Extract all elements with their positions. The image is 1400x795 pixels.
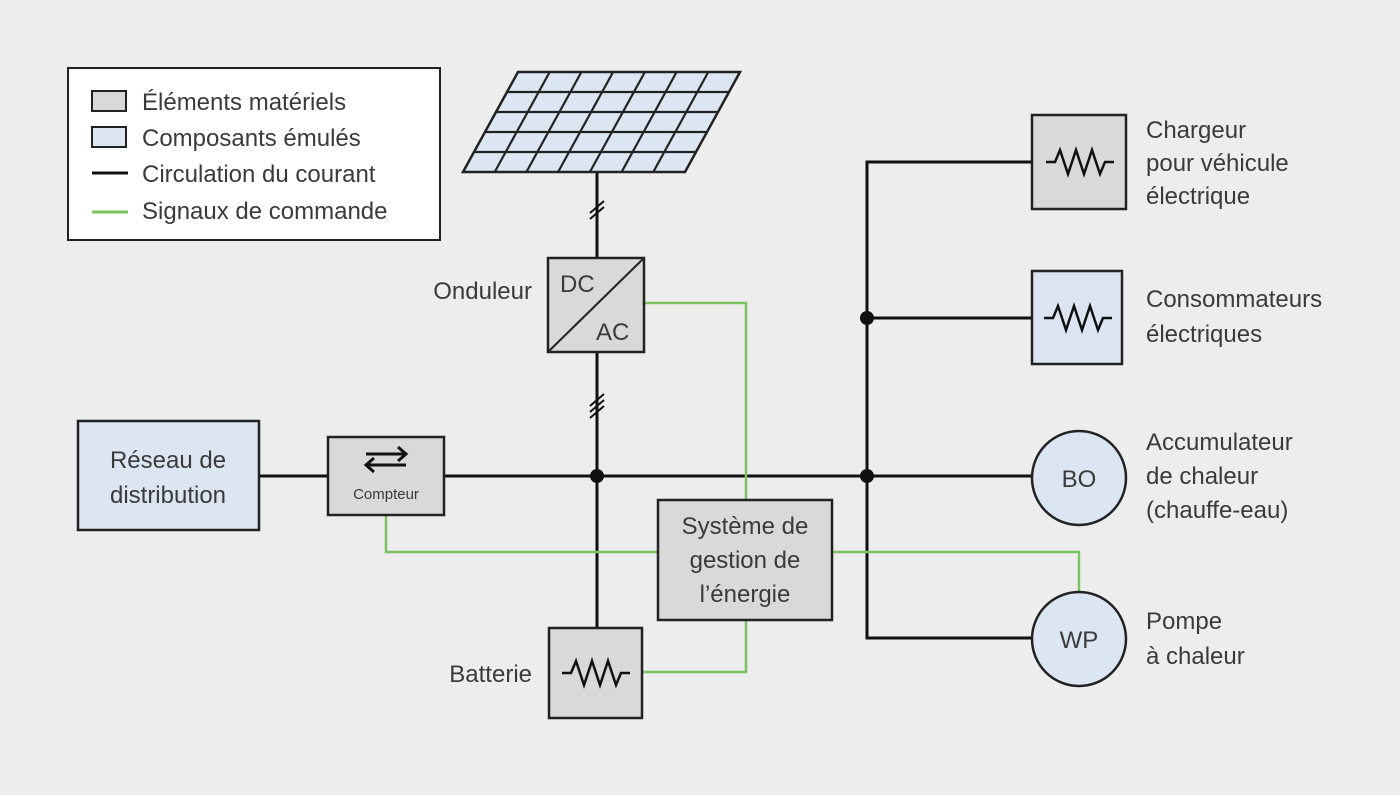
ev-charger-label-line1: Chargeur xyxy=(1146,117,1246,144)
consumers-label-line1: Consommateurs xyxy=(1146,286,1322,313)
battery: Batterie xyxy=(449,626,644,720)
electrical-consumers: Consommateurs électriques xyxy=(1030,269,1322,366)
heat-storage-label-line3: (chauffe-eau) xyxy=(1146,497,1288,524)
legend-signal-label: Signaux de commande xyxy=(142,198,387,225)
battery-label: Batterie xyxy=(449,661,532,688)
control-signals xyxy=(384,301,1081,674)
heat-storage-symbol: BO xyxy=(1062,466,1097,493)
inverter-ac-label: AC xyxy=(596,319,629,346)
meter: Compteur xyxy=(326,435,446,517)
heat-pump-symbol: WP xyxy=(1060,627,1099,654)
three-phase-mark-bottom xyxy=(589,393,605,419)
heat-pump-label-line2: à chaleur xyxy=(1146,643,1245,670)
power-wires xyxy=(259,160,1032,640)
inverter-dc-label: DC xyxy=(560,271,595,298)
heat-pump: WP Pompe à chaleur xyxy=(1030,590,1245,688)
legend-emulated-label: Composants émulés xyxy=(142,125,361,152)
bidirectional-arrows-icon xyxy=(363,445,409,474)
ev-charger-label-line2: pour véhicule xyxy=(1146,150,1289,177)
heat-pump-label-line1: Pompe xyxy=(1146,608,1222,635)
junction-node xyxy=(590,469,604,483)
energy-management-system: Système de gestion de l’énergie xyxy=(656,498,834,622)
legend-hardware-swatch xyxy=(91,90,127,112)
ems-box xyxy=(656,498,834,622)
legend-box xyxy=(67,67,441,241)
junction-node xyxy=(860,469,874,483)
three-phase-mark-top xyxy=(589,200,605,220)
heat-storage-label-line2: de chaleur xyxy=(1146,463,1258,490)
legend-power-label: Circulation du courant xyxy=(142,161,376,188)
signal-ems-battery xyxy=(642,620,748,674)
legend: Éléments matériels Composants émulés Cir… xyxy=(67,67,441,241)
junction-node xyxy=(860,311,874,325)
signal-inverter-ems xyxy=(644,301,748,500)
grid-label-line1: Réseau de xyxy=(110,447,226,474)
heat-storage-label-line1: Accumulateur xyxy=(1146,429,1293,456)
meter-box xyxy=(326,435,446,517)
inverter: DC AC Onduleur xyxy=(433,256,646,354)
ev-charger: Chargeur pour véhicule électrique xyxy=(1030,113,1289,211)
ems-label-line1: Système de xyxy=(682,513,809,540)
signal-meter-ems xyxy=(384,515,658,554)
signal-ems-heatpump xyxy=(832,550,1081,592)
inverter-diagonal xyxy=(547,257,645,353)
solar-panel-icon xyxy=(460,70,743,174)
ems-label-line3: l’énergie xyxy=(700,581,791,608)
resistor-icon xyxy=(562,657,630,689)
resistor-icon xyxy=(1046,146,1114,178)
ev-charger-label-line3: électrique xyxy=(1146,183,1250,210)
heat-storage: BO Accumulateur de chaleur (chauffe-eau) xyxy=(1030,429,1293,527)
inverter-label: Onduleur xyxy=(433,278,532,305)
heat-pump-circle xyxy=(1030,590,1128,688)
heat-storage-circle xyxy=(1030,429,1128,527)
ems-label-line2: gestion de xyxy=(690,547,801,574)
wire-ev-branch xyxy=(865,160,1032,640)
grid-label-line2: distribution xyxy=(110,482,226,509)
resistor-icon xyxy=(1044,302,1112,334)
legend-hardware-label: Éléments matériels xyxy=(142,89,346,116)
meter-label: Compteur xyxy=(353,486,419,503)
legend-emulated-swatch xyxy=(91,126,127,148)
grid: Réseau de distribution xyxy=(76,419,261,532)
consumers-label-line2: électriques xyxy=(1146,321,1262,348)
grid-box xyxy=(76,419,261,532)
